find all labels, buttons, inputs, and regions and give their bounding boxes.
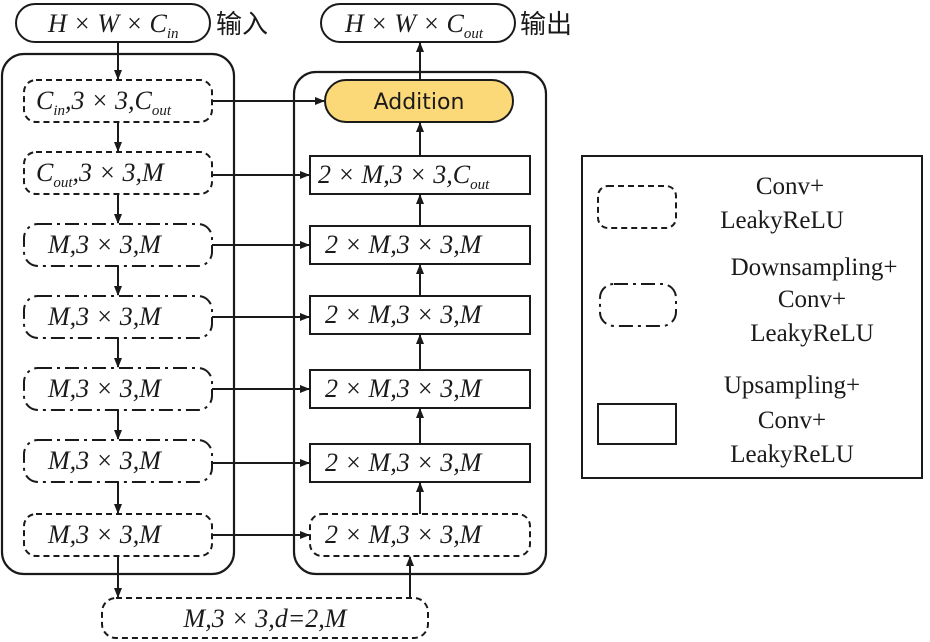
bottleneck-label: M,3 × 3,d=2,M xyxy=(183,604,348,633)
encoder-block-2: Cout,3 × 3,M xyxy=(23,151,213,195)
addition-node: Addition xyxy=(324,79,514,123)
encoder-block-6-label: M,3 × 3,M xyxy=(47,446,162,475)
encoder-block-3: M,3 × 3,M xyxy=(23,223,213,267)
decoder-block-5-label: 2 × M,3 × 3,M xyxy=(325,448,483,477)
decoder-block-3: 2 × M,3 × 3,M xyxy=(309,295,531,335)
legend-swatch-dashdot xyxy=(599,283,677,327)
encoder-block-2-label: Cout,3 × 3,M xyxy=(36,158,165,191)
legend-up-line2: Conv+ xyxy=(758,407,826,434)
output-text: H × W × Cout xyxy=(344,9,484,42)
input-node: H × W × Cin xyxy=(15,3,211,43)
addition-label: Addition xyxy=(374,90,465,115)
legend-conv-line2: LeakyReLU xyxy=(720,207,844,234)
decoder-block-1-label: 2 × M,3 × 3,Cout xyxy=(318,160,490,193)
decoder-block-2-label: 2 × M,3 × 3,M xyxy=(325,230,483,259)
encoder-block-7: M,3 × 3,M xyxy=(23,513,213,557)
decoder-block-6: 2 × M,3 × 3,M xyxy=(309,513,531,557)
legend-conv-line1: Conv+ xyxy=(756,173,824,200)
encoder-block-4-label: M,3 × 3,M xyxy=(47,302,162,331)
legend-swatch-solid xyxy=(597,403,677,445)
decoder-block-2: 2 × M,3 × 3,M xyxy=(309,225,531,265)
encoder-block-5-label: M,3 × 3,M xyxy=(47,374,162,403)
decoder-block-4-label: 2 × M,3 × 3,M xyxy=(325,374,483,403)
legend-down-line2: Conv+ xyxy=(778,286,846,313)
legend-up-line1: Upsampling+ xyxy=(724,372,860,399)
encoder-block-3-label: M,3 × 3,M xyxy=(47,230,162,259)
decoder-block-5: 2 × M,3 × 3,M xyxy=(309,443,531,483)
input-text: H × W × Cin xyxy=(47,9,179,42)
decoder-block-1: 2 × M,3 × 3,Cout xyxy=(309,155,531,195)
encoder-block-1-label: Cin,3 × 3,Cout xyxy=(36,86,172,119)
legend-down-line1: Downsampling+ xyxy=(731,254,898,281)
legend-up-line3: LeakyReLU xyxy=(730,441,854,468)
legend-item-upsampling: Upsampling+ Conv+ LeakyReLU xyxy=(597,372,860,468)
output-label: 输出 xyxy=(520,10,572,40)
input-label: 输入 xyxy=(216,10,268,40)
encoder-block-7-label: M,3 × 3,M xyxy=(47,520,162,549)
output-node: H × W × Cout xyxy=(320,3,516,43)
decoder-block-4: 2 × M,3 × 3,M xyxy=(309,369,531,409)
legend-item-downsampling: Downsampling+ Conv+ LeakyReLU xyxy=(599,254,898,347)
encoder-block-5: M,3 × 3,M xyxy=(23,367,213,411)
encoder-block-6: M,3 × 3,M xyxy=(23,439,213,483)
legend-item-conv: Conv+ LeakyReLU xyxy=(597,173,844,234)
decoder-block-3-label: 2 × M,3 × 3,M xyxy=(325,300,483,329)
legend-down-line3: LeakyReLU xyxy=(750,320,874,347)
encoder-block-4: M,3 × 3,M xyxy=(23,295,213,339)
bottleneck-block: M,3 × 3,d=2,M xyxy=(101,597,429,639)
decoder-block-6-label: 2 × M,3 × 3,M xyxy=(325,520,483,549)
legend-swatch-dashed xyxy=(597,185,677,229)
encoder-block-1: Cin,3 × 3,Cout xyxy=(23,79,213,123)
